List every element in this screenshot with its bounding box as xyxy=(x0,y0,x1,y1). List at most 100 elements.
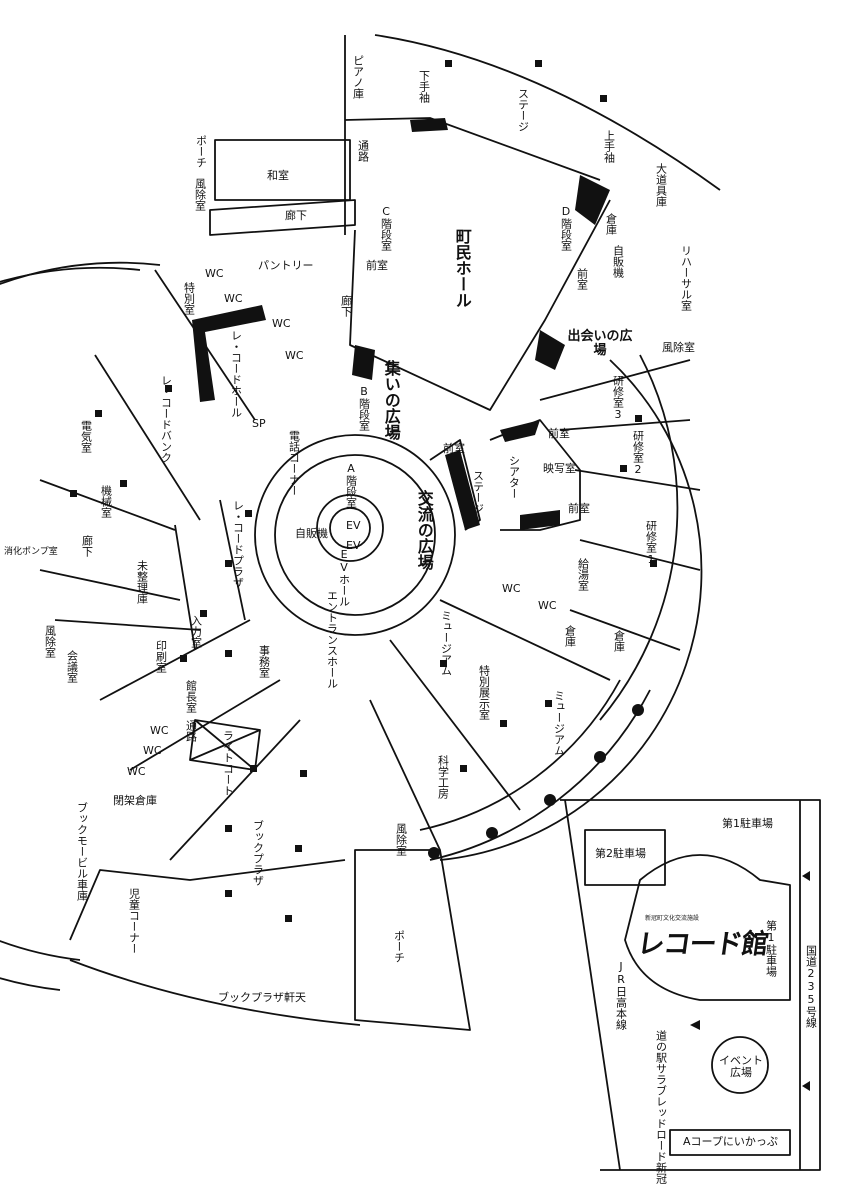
label-insatsu: 印刷室 xyxy=(154,640,168,673)
label-kenshu3: 研修室3 xyxy=(611,375,625,421)
label-kyuto: 給湯室 xyxy=(576,558,590,591)
label-a-stair: A階段室 xyxy=(344,462,358,508)
stair-core-inner xyxy=(329,507,371,549)
outer-wall-arc-2 xyxy=(0,266,141,991)
east-wall-arc-2 xyxy=(599,354,679,721)
label-book-eaves: ブックプラザ軒天 xyxy=(218,991,306,1004)
site-building xyxy=(624,854,791,1001)
label-theater: シアター xyxy=(507,455,521,499)
label-vending-top: 自販機 xyxy=(611,245,625,278)
label-nyuryoku: 入力室 xyxy=(189,615,203,648)
porch-bottom xyxy=(354,849,471,1031)
site-label-parking2: 第2駐車場 xyxy=(595,847,646,860)
label-tsuro-left: 通路 xyxy=(184,720,198,742)
label-maemuro-d: 前室 xyxy=(575,268,589,290)
column xyxy=(245,510,252,517)
label-evhall: EVホール xyxy=(337,548,351,607)
label-piano: ピアノ庫 xyxy=(351,55,365,99)
eaves xyxy=(69,959,361,1026)
label-rehearsal: リハーサル室 xyxy=(679,245,693,311)
label-wc-1: WC xyxy=(205,267,224,280)
site-outline xyxy=(560,799,821,1171)
label-bookmobile: ブックモービル車庫 xyxy=(75,802,89,901)
label-jido: 児童コーナー xyxy=(127,888,141,954)
atrium-inner xyxy=(274,454,436,616)
hall-floor xyxy=(349,199,611,411)
label-jimu: 事務室 xyxy=(257,645,271,678)
label-souko-r1: 倉庫 xyxy=(563,625,577,647)
label-vending-mid: 自販機 xyxy=(295,527,328,540)
label-wc-8: WC xyxy=(143,744,162,757)
label-wc-3: WC xyxy=(272,317,291,330)
label-maemuro-r1: 前室 xyxy=(548,427,570,440)
stage-back xyxy=(374,34,721,191)
site-event xyxy=(711,1036,769,1094)
label-stage-main: ステージ xyxy=(516,88,530,132)
label-kagaku: 科学工房 xyxy=(436,755,450,799)
label-porch-top: ポーチ xyxy=(194,135,208,168)
label-tokubetsu-tenji: 特別展示室 xyxy=(477,665,491,720)
label-book-plaza: ブックプラザ xyxy=(251,820,265,886)
label-wc-9: WC xyxy=(127,765,146,778)
roka-band xyxy=(209,199,356,236)
label-ev2: EV xyxy=(346,539,361,552)
label-maemuro-r2: 前室 xyxy=(568,502,590,515)
label-kaika: 閉架倉庫 xyxy=(113,794,157,807)
label-souko-r2: 倉庫 xyxy=(612,630,626,652)
label-kancho: 館長室 xyxy=(184,680,198,713)
stair-core xyxy=(316,494,384,562)
label-kenshu1: 研修室1 xyxy=(644,520,658,566)
label-tsudoi: 集いの広場 xyxy=(381,360,401,440)
label-shimote: 下手袖 xyxy=(417,70,431,103)
round-column xyxy=(632,704,644,716)
site-coop xyxy=(669,1129,791,1156)
stage-front xyxy=(344,117,601,181)
site-label-parking1-side: 第1駐車場 xyxy=(764,920,778,977)
label-b-stair: B階段室 xyxy=(357,385,371,431)
label-record-hall: レ・コードホール xyxy=(229,330,243,418)
label-eisha: 映写室 xyxy=(543,462,576,475)
label-porch-bottom: ポーチ xyxy=(392,930,406,963)
label-wc-4: WC xyxy=(285,349,304,362)
label-c-stair: C階段室 xyxy=(379,205,393,251)
label-odogu: 大道具庫 xyxy=(654,163,668,207)
label-entrance: エントランスホール xyxy=(325,590,339,689)
label-light-court: ライトコート xyxy=(221,730,235,796)
record-kan-logo: レコード館 xyxy=(635,929,770,960)
label-roka-left: 廊下 xyxy=(80,535,94,557)
label-sp: SP xyxy=(252,417,266,430)
atrium-circle xyxy=(254,434,456,636)
label-kaigi: 会議室 xyxy=(65,650,79,683)
label-maemuro-t: 前室 xyxy=(443,442,465,455)
label-record-plaza: レ・コードプラザ xyxy=(231,500,245,588)
label-wc-7: WC xyxy=(150,724,169,737)
label-wc-5: WC xyxy=(502,582,521,595)
label-wc-6: WC xyxy=(538,599,557,612)
label-museum1: ミュージアム xyxy=(439,610,453,676)
label-denki: 電気室 xyxy=(79,420,93,453)
label-kikai: 機械室 xyxy=(99,485,113,518)
label-stage-small: ステージ xyxy=(471,470,485,514)
label-souko-top: 倉庫 xyxy=(604,213,618,235)
label-kamite: 上手袖 xyxy=(602,130,616,163)
site-label-jr: JR日高本線 xyxy=(614,960,628,1030)
museum-outer xyxy=(429,689,651,861)
site-label-event: イベント広場 xyxy=(719,1054,763,1079)
label-ev1: EV xyxy=(346,519,361,532)
label-miseiri: 未整理庫 xyxy=(135,560,149,604)
book-plaza-edge xyxy=(69,859,346,941)
label-kenshu2: 研修室2 xyxy=(631,430,645,476)
label-maemuro-c: 前室 xyxy=(366,259,388,272)
site-jr xyxy=(564,799,621,1171)
label-deai: 出会いの広場 xyxy=(567,329,633,358)
washitsu-block xyxy=(214,139,351,201)
label-d-stair: D階段室 xyxy=(559,205,573,251)
site-label-michinoeki: 道の駅サラブレッドロード新冠 xyxy=(654,1030,668,1184)
label-tsuro-top: 通路 xyxy=(356,140,370,162)
label-koryu: 交流の広場 xyxy=(414,490,434,570)
label-roka-mid: 廊下 xyxy=(339,295,353,317)
site-p2 xyxy=(584,829,666,886)
label-roka-top: 廊下 xyxy=(285,209,307,222)
museum-outer-2 xyxy=(419,679,621,831)
